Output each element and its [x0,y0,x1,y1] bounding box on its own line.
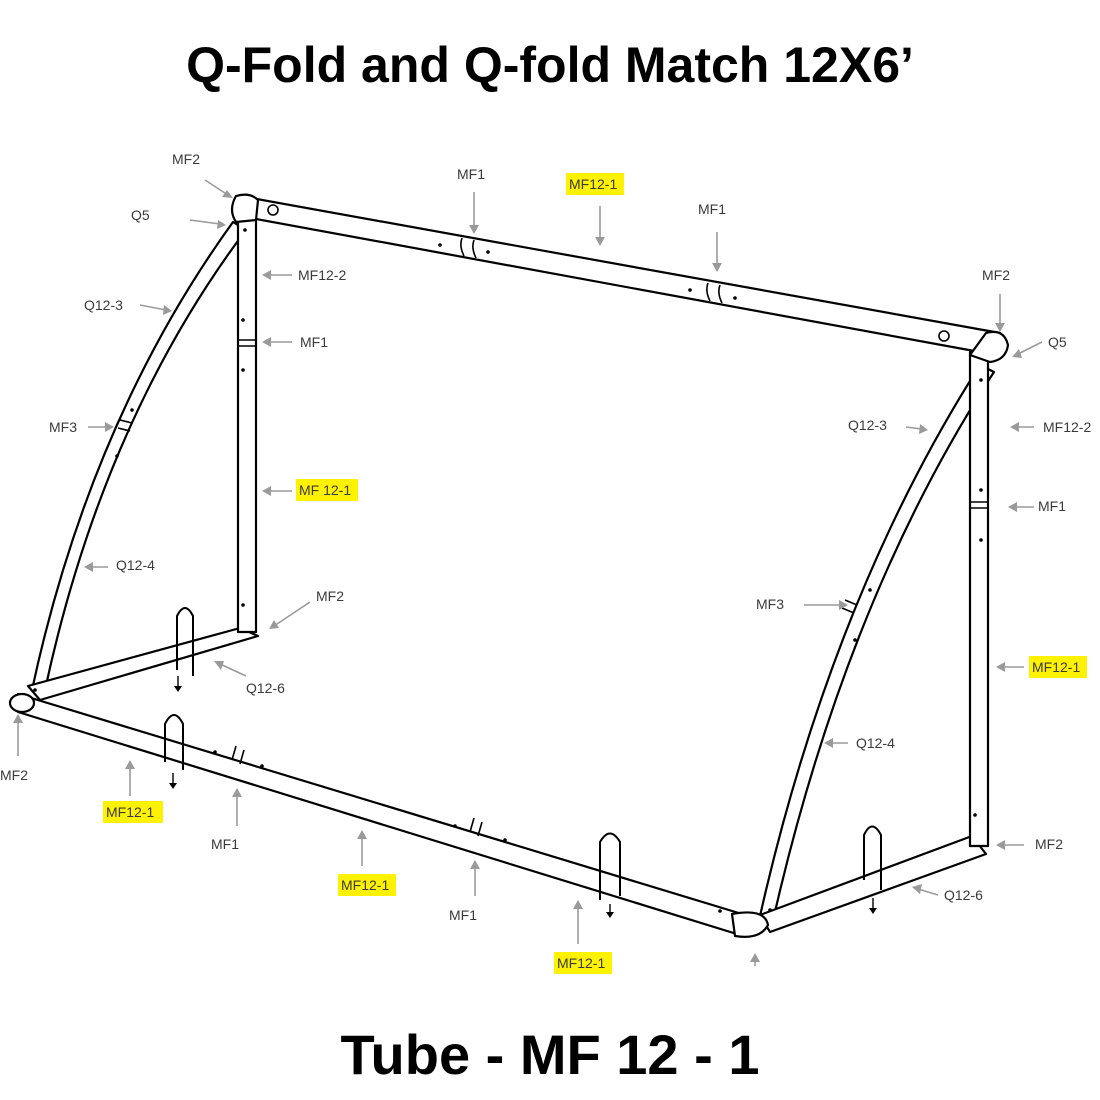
bottom-left-corner [8,692,36,714]
label-mf2-post-right-bottom: MF2 [1035,836,1063,852]
label-q12-4-left: Q12-4 [116,557,155,573]
label-q5-right: Q5 [1048,334,1067,350]
callout-arrows [13,179,1043,966]
right-post-tube [968,350,990,848]
label-q12-4-right: Q12-4 [856,735,895,751]
label-mf2-top-left: MF2 [172,151,200,167]
label-mf1-top-a: MF1 [457,166,485,182]
label-mf12-1-post-left: MF 12-1 [299,482,351,498]
bottom-back-tube-left [26,626,260,702]
crossbar-joint-2 [706,282,723,304]
bottom-joint-1 [231,745,245,765]
label-mf1-bottom-a: MF1 [211,836,239,852]
crossbar-tube [238,194,1002,357]
label-mf12-2-right: MF12-2 [1043,419,1091,435]
top-right-corner [968,330,1010,364]
left-back-arc-tube [30,220,248,692]
label-mf12-1-top: MF12-1 [569,176,617,192]
crossbar-badge-right [938,330,950,342]
highlight-mf12-1-top [566,173,624,195]
label-mf2-top-right: MF2 [982,267,1010,283]
part-labels: MF2 Q5 MF1 MF12-1 MF1 MF2 Q5 MF12-2 Q12-… [0,151,1091,971]
bottom-back-tube-right [758,834,988,934]
highlight-mf12-1-bottom-c [554,952,612,974]
ground-peg-1 [176,607,194,676]
top-left-corner [230,193,260,224]
highlight-mf12-1-bottom-b [338,874,396,896]
label-q5-left: Q5 [131,207,150,223]
label-mf3-left: MF3 [49,419,77,435]
right-post-joint [970,501,988,509]
label-q12-3-left: Q12-3 [84,297,123,313]
label-mf12-2-left: MF12-2 [298,267,346,283]
crossbar-badge-left [267,204,279,216]
bottom-joint-2 [469,817,483,837]
pin-dots [33,228,983,913]
highlight-mf12-1-post-left [296,479,358,501]
label-mf1-post-right: MF1 [1038,498,1066,514]
label-mf2-bottom-left: MF2 [0,767,28,783]
ground-peg-3 [599,832,621,900]
highlights [103,173,1087,974]
ground-peg-2 [164,714,184,770]
label-mf12-1-bottom-a: MF12-1 [106,804,154,820]
crossbar-joint-1 [460,237,477,259]
right-arc-joint [841,599,858,614]
label-mf1-bottom-b: MF1 [449,907,477,923]
bottom-right-corner [730,911,770,938]
label-mf12-1-bottom-c: MF12-1 [557,955,605,971]
highlight-mf12-1-post-right [1029,656,1087,678]
label-mf1-post-left: MF1 [300,334,328,350]
label-q12-6-left: Q12-6 [246,680,285,696]
left-post-joint [238,339,256,347]
label-q12-3-right: Q12-3 [848,417,887,433]
ground-peg-4 [863,825,882,890]
highlight-mf12-1-bottom-a [103,801,163,823]
label-mf3-right: MF3 [756,596,784,612]
label-mf12-1-bottom-b: MF12-1 [341,877,389,893]
part-subtitle: Tube - MF 12 - 1 [340,1023,760,1086]
page-title: Q-Fold and Q-fold Match 12X6’ [186,37,914,93]
left-arc-joint [117,419,133,432]
label-mf12-1-post-right: MF12-1 [1032,659,1080,675]
left-post-tube [236,208,258,634]
peg-arrows [169,676,877,918]
label-q12-6-right: Q12-6 [944,887,983,903]
label-mf2-post-left-bottom: MF2 [316,588,344,604]
label-mf1-top-b: MF1 [698,201,726,217]
goal-frame [8,193,1010,938]
